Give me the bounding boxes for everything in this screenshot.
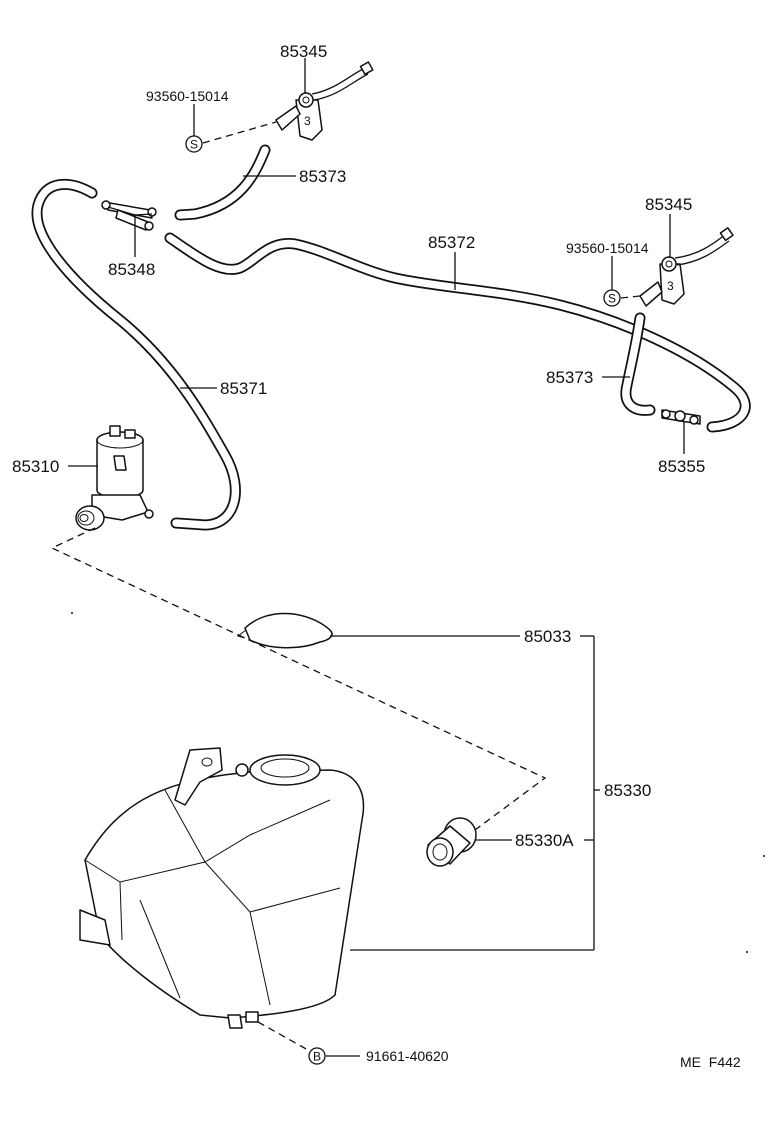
- label-93560-15014-right: 93560-15014: [566, 240, 649, 256]
- speck: [763, 855, 765, 857]
- connector-85355: [661, 409, 701, 425]
- washer-pump: [75, 425, 154, 531]
- hose-85371: [31, 178, 241, 531]
- label-85373-left: 85373: [299, 167, 346, 186]
- grommet-85330a: [426, 817, 477, 867]
- label-85373-right: 85373: [546, 368, 593, 387]
- label-85371: 85371: [220, 379, 267, 398]
- connector-85348: [101, 200, 157, 231]
- diagram-code: ME F442: [680, 1054, 741, 1070]
- screw-symbol-left: S: [185, 135, 203, 153]
- bolt-symbol: B: [308, 1047, 326, 1065]
- svg-text:3: 3: [304, 114, 311, 128]
- label-85345-left: 85345: [280, 42, 327, 61]
- label-85372: 85372: [428, 233, 475, 252]
- svg-text:B: B: [313, 1050, 321, 1064]
- label-85348: 85348: [108, 260, 155, 279]
- screw-symbol-right: S: [603, 289, 621, 307]
- reservoir-cap: [236, 612, 333, 649]
- svg-text:S: S: [190, 138, 198, 152]
- label-85355: 85355: [658, 457, 705, 476]
- leader-lines: [50, 58, 685, 1057]
- label-85330a: 85330A: [515, 831, 574, 850]
- speck: [71, 612, 73, 614]
- nozzle-right: 3: [639, 227, 734, 307]
- hose-85373-right: [620, 312, 656, 416]
- label-85345-right: 85345: [645, 195, 692, 214]
- label-85310: 85310: [12, 457, 59, 476]
- svg-text:S: S: [608, 292, 616, 306]
- label-93560-15014-left: 93560-15014: [146, 88, 229, 104]
- hose-85373-left: [174, 144, 271, 221]
- label-85330: 85330: [604, 781, 651, 800]
- svg-text:3: 3: [667, 279, 674, 293]
- speck: [746, 951, 748, 953]
- label-85033: 85033: [524, 627, 571, 646]
- nozzle-left: 3: [275, 61, 374, 141]
- reservoir-tank: [79, 747, 365, 1029]
- label-91661-40620: 91661-40620: [366, 1048, 449, 1064]
- hose-85372: [164, 232, 751, 433]
